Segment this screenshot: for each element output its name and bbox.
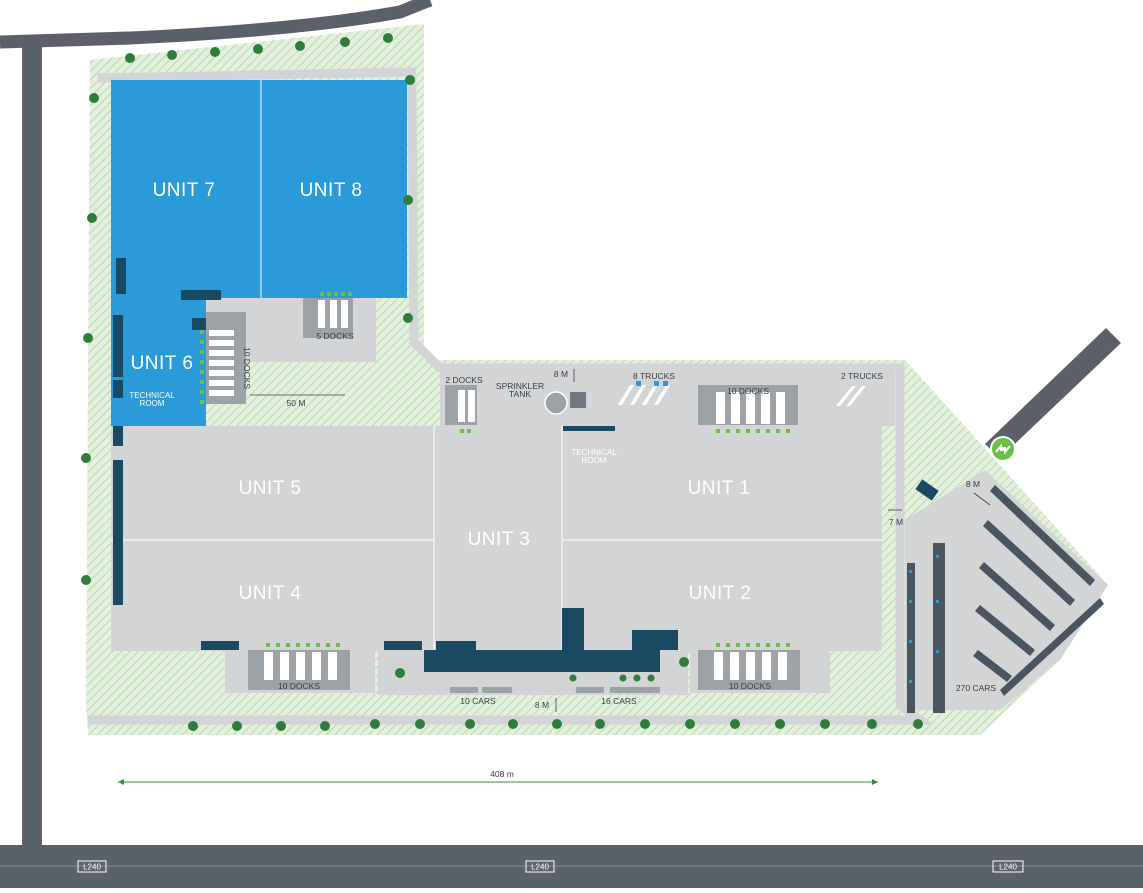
office-blocks [113, 258, 939, 672]
unit-1-label: UNIT 1 [688, 478, 751, 499]
distance-7m-label: 7 M [889, 517, 903, 527]
docks-10-bottom-left-label: 10 DOCKS [278, 681, 320, 691]
unit-1-2-building[interactable] [562, 426, 882, 651]
distance-8m-right-label: 8 M [966, 479, 980, 489]
distance-8m-top-label: 8 M [554, 369, 568, 379]
docks-5-label: 5 DOCKS [316, 331, 354, 341]
road-sign-left: L240 [77, 860, 107, 873]
north-road [0, 0, 433, 49]
docks-10-bottom-right-label: 10 DOCKS [729, 681, 771, 691]
technical-room-mid-label-2: ROOM [582, 456, 607, 465]
unit-6-label: UNIT 6 [131, 353, 194, 374]
entrance-arrows-icon[interactable] [990, 436, 1016, 462]
cars-270-label: 270 CARS [956, 683, 996, 693]
unit-7-building[interactable] [111, 80, 261, 298]
docks-unit6 [200, 312, 246, 404]
docks-unit2 [698, 643, 800, 690]
cars-10-label: 10 CARS [460, 696, 496, 706]
unit-3-label: UNIT 3 [468, 529, 531, 550]
unit-3-building[interactable] [434, 426, 562, 651]
distance-8m-bottom-label: 8 M [535, 700, 549, 710]
technical-room-left-label-1: TECHNICAL [129, 391, 175, 400]
docks-10-top-label: 10 DOCKS [727, 386, 769, 396]
unit-4-5-building[interactable] [111, 426, 434, 651]
sprinkler-tank [544, 391, 568, 415]
trucks-8-label: 8 TRUCKS [633, 371, 675, 381]
technical-room-mid-label-1: TECHNICAL [571, 448, 617, 457]
access-road [985, 328, 1121, 458]
trees [81, 33, 923, 731]
distance-50m-label: 50 M [287, 398, 306, 408]
car-parking-rows [907, 485, 1104, 713]
cars-16-label: 16 CARS [601, 696, 637, 706]
docks-unit8 [303, 292, 353, 338]
road-sign-right: L240 [992, 860, 1024, 873]
docks-north-2 [445, 385, 477, 433]
unit-5-label: UNIT 5 [239, 478, 302, 499]
sprinkler-label-1: SPRINKLER [496, 381, 544, 391]
unit-2-label: UNIT 2 [689, 583, 752, 604]
truck-parking-8 [618, 385, 670, 405]
sprinkler-label-2: TANK [509, 389, 531, 399]
unit-8-building[interactable] [261, 80, 407, 298]
docks-unit4 [248, 643, 350, 690]
road-sign-center: L240 [525, 860, 555, 873]
unit-7-label: UNIT 7 [153, 180, 216, 201]
trucks-2-label: 2 TRUCKS [841, 371, 883, 381]
unit-6-building[interactable] [111, 298, 206, 426]
unit-4-label: UNIT 4 [239, 583, 302, 604]
docks-unit1 [698, 385, 798, 433]
road-name-left: L240 [83, 863, 101, 872]
docks-10-vertical-label: 10 DOCKS [242, 347, 252, 389]
pump-house [570, 392, 586, 408]
width-408m-label: 408 m [490, 769, 514, 779]
perimeter-road [88, 67, 934, 725]
road-name-center: L240 [531, 863, 549, 872]
docks-2-label: 2 DOCKS [445, 375, 483, 385]
unit-8-label: UNIT 8 [300, 180, 363, 201]
car-parking-south [450, 687, 660, 693]
truck-parking-2 [836, 386, 866, 406]
west-road [22, 40, 42, 848]
road-name-right: L240 [999, 863, 1017, 872]
technical-room-left-label-2: ROOM [140, 399, 165, 408]
